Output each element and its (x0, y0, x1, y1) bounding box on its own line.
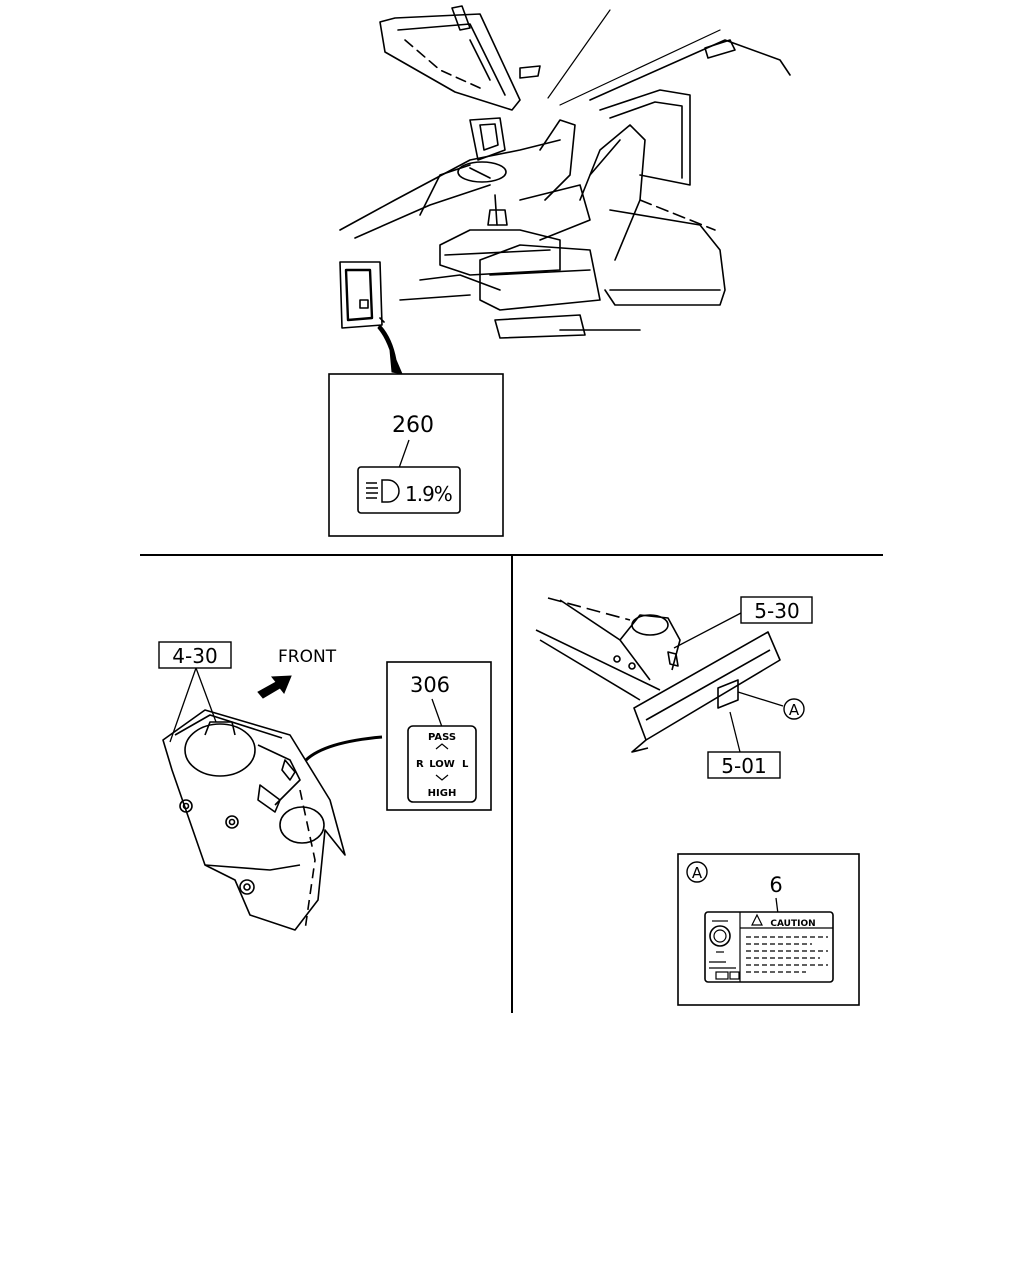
headlamp-icon (366, 479, 400, 503)
caution-part-number: 6 (769, 873, 782, 897)
switch-ref-number: 4-30 (172, 644, 217, 668)
detail-a-callout: A 6 CAUTION (677, 853, 860, 1006)
headlamp-part-number: 260 (392, 413, 434, 438)
switch-high-text: HIGH (428, 788, 457, 799)
switch-low-text: LOW (429, 759, 455, 770)
cab-interior-illustration (339, 5, 791, 339)
frame-ref-bottom-box: 5-01 (707, 711, 781, 779)
leader-arrow (377, 324, 403, 375)
switch-pass-text: PASS (428, 732, 456, 743)
switch-r-text: R (416, 759, 424, 770)
frame-rail-illustration (535, 597, 781, 753)
frame-ref-top-number: 5-30 (754, 599, 799, 623)
frame-ref-bottom-number: 5-01 (721, 754, 766, 778)
marker-a: A (737, 691, 805, 720)
switch-ref-box: 4-30 (158, 641, 232, 743)
switch-label-callout: 306 PASS R LOW L HIGH (386, 661, 492, 811)
front-arrow-icon (257, 675, 292, 699)
switch-part-number: 306 (410, 673, 450, 697)
detail-a-marker-text: A (692, 864, 703, 882)
leader-curve (304, 735, 383, 762)
column-switch-illustration (162, 709, 346, 931)
headlamp-level-value: 1.9% (405, 482, 452, 506)
frame-ref-top-box: 5-30 (673, 596, 813, 649)
caution-heading: CAUTION (770, 919, 815, 929)
warning-triangle-icon (751, 913, 763, 926)
marker-a-text: A (789, 701, 800, 719)
switch-l-text: L (462, 759, 469, 770)
headlamp-callout: 260 1.9% (328, 373, 504, 537)
front-label: FRONT (278, 647, 337, 667)
